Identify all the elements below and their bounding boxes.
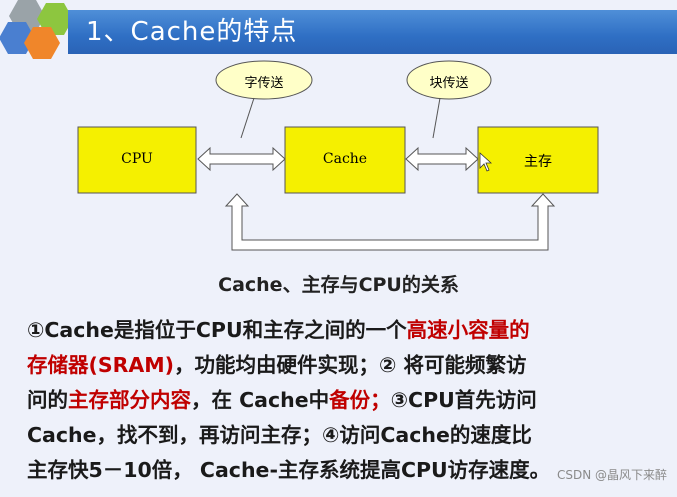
cpu-main-arrow <box>224 193 556 251</box>
mouse-cursor-icon <box>479 152 493 172</box>
cache-box <box>284 126 406 194</box>
description-paragraph: ①Cache是指位于CPU和主存之间的一个高速小容量的 存储器(SRAM)，功能… <box>27 313 677 488</box>
description-line-2: 存储器(SRAM)，功能均由硬件实现；② 将可能频繁访 <box>27 348 677 383</box>
highlight-text: 高速小容量的 <box>406 318 530 342</box>
main-memory-label: 主存 <box>524 154 552 170</box>
description-line-5: 主存快5－10倍， Cache-主存系统提高CPU访存速度。 <box>27 458 551 482</box>
cache-relationship-diagram: CPU Cache 主存 字传送 块传送 <box>0 54 677 304</box>
highlight-text: 备份； <box>329 388 391 412</box>
block-bubble-tail <box>432 97 441 139</box>
description-text: ，在 Cache中 <box>191 388 330 412</box>
cache-label: Cache <box>322 151 368 167</box>
hexagon-logo-icon <box>0 0 73 59</box>
block-transfer-label: 块传送 <box>429 76 469 91</box>
description-text: ①Cache是指位于CPU和主存之间的一个 <box>27 318 407 342</box>
description-text: ，功能均由硬件实现；② 将可能频繁访 <box>174 353 527 377</box>
diagram-caption: Cache、主存与CPU的关系 <box>218 274 459 296</box>
cache-main-arrow <box>405 146 479 172</box>
description-text: ③CPU首先访问 <box>390 388 537 412</box>
block-transfer-bubble <box>406 60 492 100</box>
description-line-4: Cache，找不到，再访问主存；④访问Cache的速度比 <box>27 423 532 447</box>
hexagon-orange-icon <box>24 27 60 59</box>
watermark: CSDN @晶风下来醉 <box>556 468 667 482</box>
description-text: 问的 <box>27 388 68 412</box>
main-memory-box <box>477 126 599 194</box>
highlight-text: 存储器(SRAM) <box>27 353 175 377</box>
diagram-svg <box>77 60 599 251</box>
highlight-text: 主存部分内容 <box>68 388 191 412</box>
cpu-cache-arrow <box>197 146 286 172</box>
word-bubble-tail <box>240 97 255 139</box>
word-transfer-bubble <box>215 60 313 100</box>
word-transfer-label: 字传送 <box>244 76 284 91</box>
slide-title: 1、Cache的特点 <box>86 17 298 47</box>
description-line-3: 问的主存部分内容，在 Cache中备份；③CPU首先访问 <box>27 383 677 418</box>
header-bar <box>68 10 677 54</box>
description-line-1: ①Cache是指位于CPU和主存之间的一个高速小容量的 <box>27 313 677 348</box>
cpu-label: CPU <box>121 151 153 167</box>
cpu-box <box>77 126 197 194</box>
